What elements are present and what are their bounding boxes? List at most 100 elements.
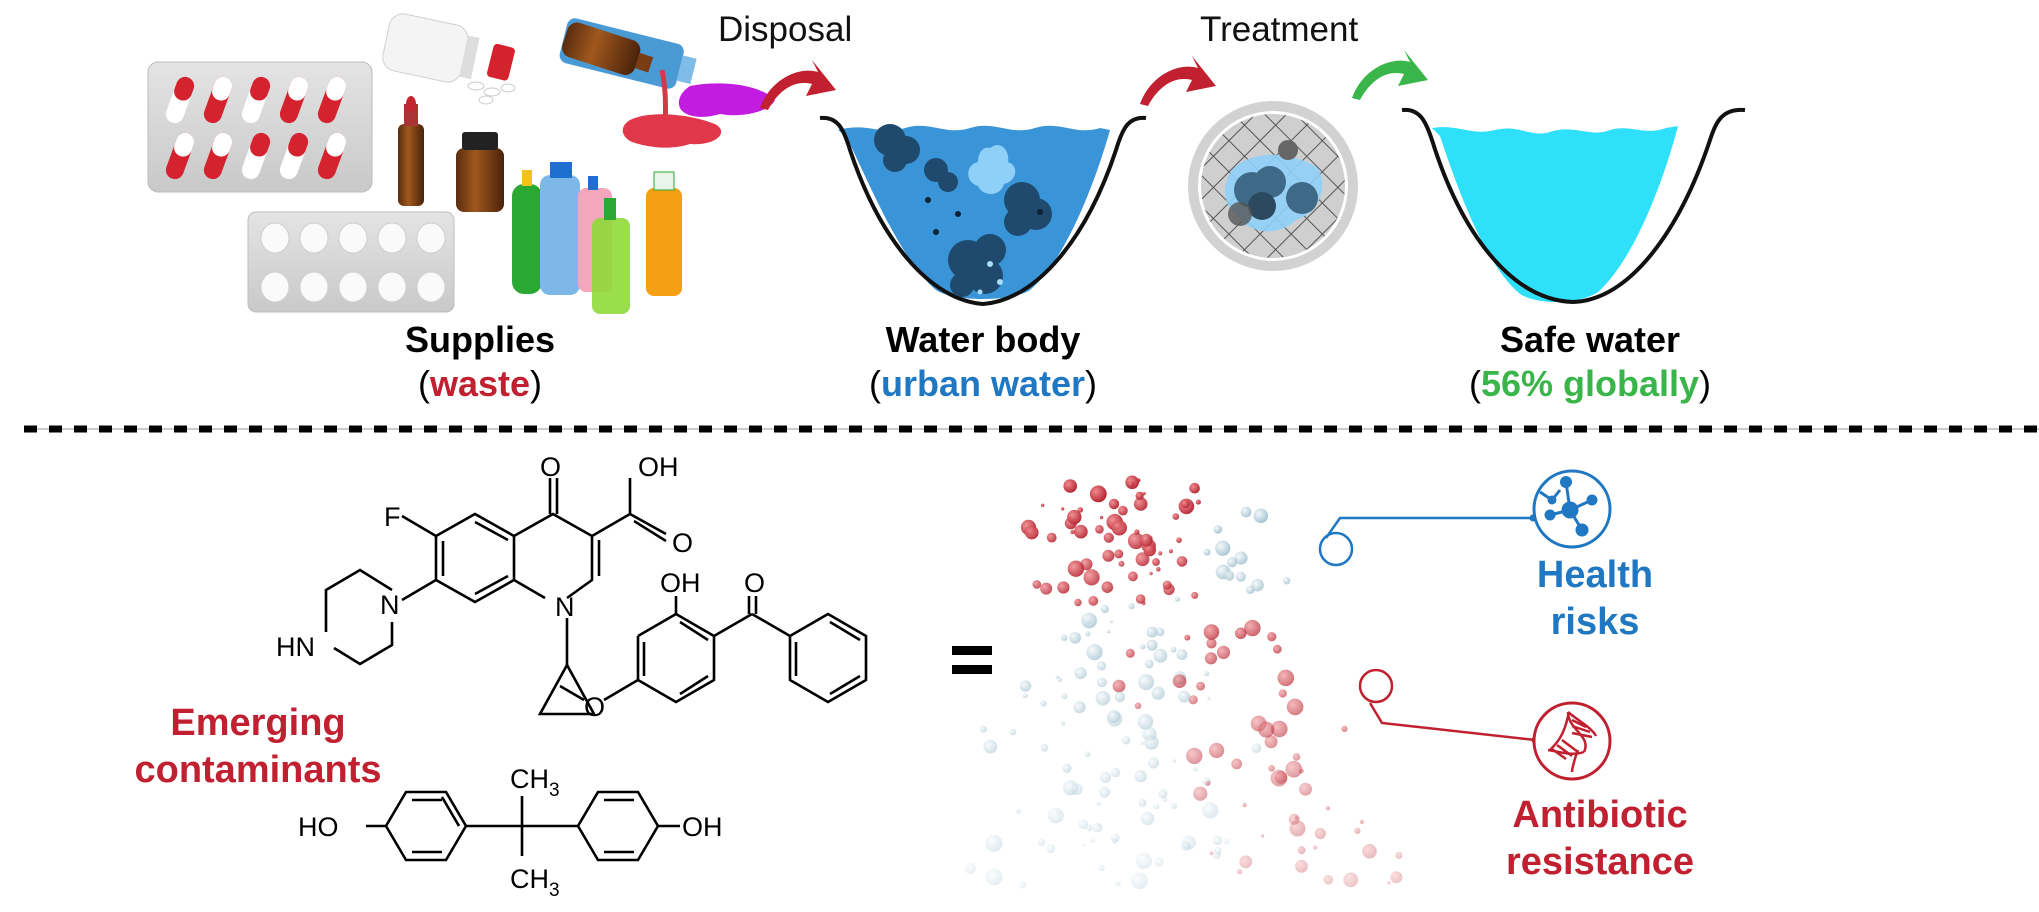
bubble <box>1019 881 1027 889</box>
bubble <box>1264 735 1278 749</box>
molecule-network-icon <box>1532 469 1612 549</box>
bubble <box>1154 857 1164 867</box>
bubble <box>1061 693 1068 700</box>
bubble <box>1097 823 1101 827</box>
bubble <box>1191 591 1199 599</box>
bubble <box>1144 735 1159 750</box>
bubble <box>1131 872 1148 890</box>
bubble <box>1074 598 1082 607</box>
label-line: Emerging <box>170 702 346 744</box>
bubble <box>1195 499 1201 505</box>
step-label-disposal: Disposal <box>718 10 853 49</box>
bubble <box>1085 824 1093 831</box>
bubble <box>1140 644 1146 650</box>
bubble <box>1170 646 1177 653</box>
svg-text:O: O <box>584 692 605 722</box>
bubble <box>1323 874 1333 885</box>
ciprofloxacin-structure: O OH O F N N HN <box>276 452 693 716</box>
stage-safe-water: Safe water (56% globally) <box>1400 318 1780 406</box>
liquid-spill-icon <box>622 83 775 148</box>
label-line: resistance <box>1505 841 1694 883</box>
bubble <box>1153 803 1160 810</box>
bubble <box>1155 627 1165 637</box>
bubble <box>1354 827 1361 835</box>
bubble <box>1202 802 1219 819</box>
bubble <box>1223 838 1230 845</box>
bubble <box>1240 506 1252 518</box>
bubble <box>1341 725 1348 733</box>
bubble <box>1149 571 1153 576</box>
bubble <box>1086 644 1103 661</box>
bubble <box>1095 690 1111 706</box>
bubble <box>1128 571 1138 582</box>
stage-water-body: Water body (urban water) <box>803 318 1163 406</box>
svg-text:CH3: CH3 <box>510 764 560 801</box>
tablet-blister-pack-icon <box>247 211 455 313</box>
stage-title: Water body <box>885 319 1081 360</box>
bubble <box>1212 835 1223 846</box>
bubble <box>1060 634 1068 641</box>
bubble <box>1176 537 1182 543</box>
bubble <box>1176 649 1188 660</box>
bubble <box>1040 744 1049 752</box>
antibiotic-resistance-label: Antibiotic resistance <box>1455 792 1745 886</box>
bubble <box>1016 808 1021 814</box>
bubble <box>1231 758 1243 770</box>
label-line: Health <box>1536 554 1654 596</box>
cleaning-bottles-icon <box>512 162 682 314</box>
bubble <box>1162 580 1172 590</box>
bubble <box>1213 525 1223 534</box>
bubble <box>1170 802 1178 810</box>
bubble <box>1106 629 1111 634</box>
emerging-contaminants-label: Emerging contaminants <box>98 700 418 794</box>
bubble <box>1009 728 1017 736</box>
bubble <box>1158 551 1163 556</box>
step-label-treatment: Treatment <box>1200 10 1359 49</box>
bubble <box>1102 549 1115 562</box>
bubble <box>1224 571 1235 581</box>
bubble <box>1135 594 1146 604</box>
bubble <box>1135 552 1150 567</box>
bubble <box>1139 533 1153 547</box>
bubble <box>1253 508 1269 524</box>
stage-supplies: Supplies (waste) <box>330 318 630 406</box>
bubble <box>1227 557 1238 568</box>
safe-water-basin-icon <box>1401 107 1746 305</box>
bubble <box>1174 596 1180 602</box>
bubble <box>1100 605 1109 614</box>
bubble <box>1189 482 1200 494</box>
bubble <box>1172 513 1180 520</box>
bubble <box>1074 667 1087 680</box>
disposal-arrow-icon <box>760 60 836 110</box>
bubble <box>1074 524 1088 539</box>
bubble <box>1137 714 1154 730</box>
bubble <box>1272 644 1282 654</box>
bubble <box>1206 638 1217 649</box>
stage-title: Safe water <box>1499 319 1681 360</box>
bubble <box>1172 759 1177 763</box>
bubble <box>1062 763 1072 773</box>
bubble <box>1192 766 1198 772</box>
bubble <box>1057 581 1070 594</box>
bubble <box>1242 803 1247 808</box>
bubble <box>1077 507 1084 513</box>
bubble <box>1343 872 1359 888</box>
stage-subtitle: (urban water) <box>868 363 1098 404</box>
oxybenzone-structure: OH O O <box>559 568 868 722</box>
bubble <box>1063 479 1077 493</box>
amber-dropper-bottle-icon <box>398 96 424 206</box>
bubble <box>1251 743 1262 753</box>
bubble <box>1096 661 1107 671</box>
bubble <box>1297 846 1306 855</box>
label-line: risks <box>1550 601 1640 643</box>
bubble <box>1285 760 1303 778</box>
bubble <box>1135 491 1144 500</box>
label-line: Antibiotic <box>1512 794 1688 836</box>
bubble <box>983 739 998 754</box>
bubble <box>1082 843 1086 847</box>
bubble <box>1181 841 1191 851</box>
bubble <box>1114 691 1126 703</box>
bubble <box>1134 702 1142 710</box>
bubble <box>1292 753 1301 761</box>
